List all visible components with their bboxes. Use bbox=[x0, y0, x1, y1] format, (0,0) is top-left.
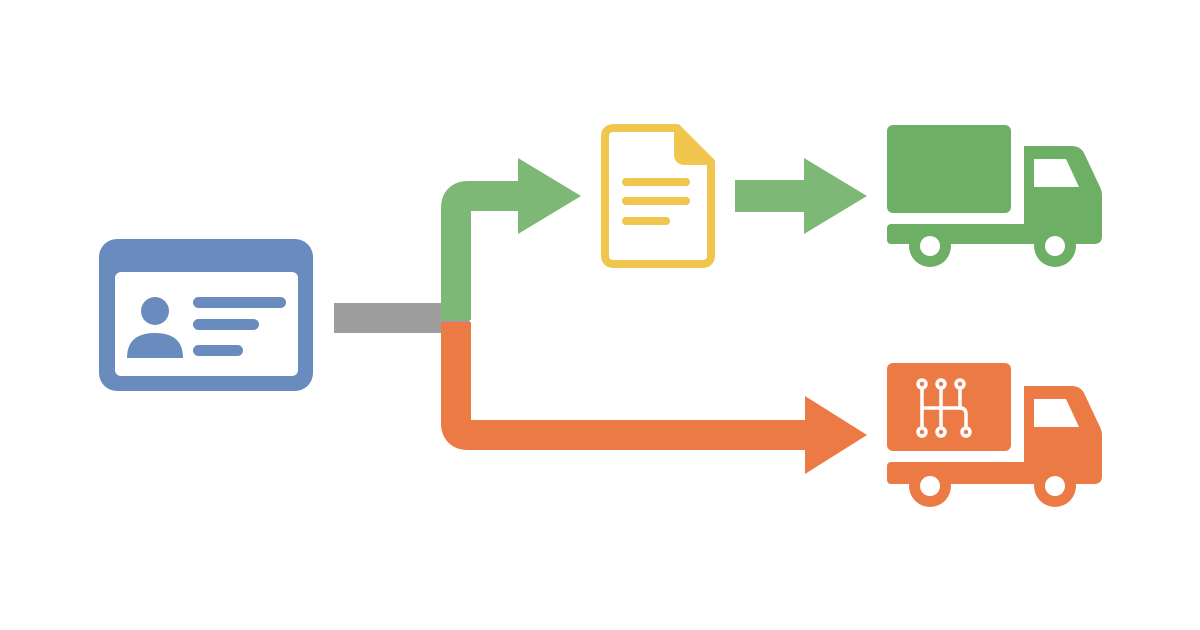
green-arrowhead-2 bbox=[804, 158, 867, 234]
id-card-icon bbox=[99, 239, 313, 391]
manual-gearbox-truck-icon bbox=[887, 363, 1102, 507]
green-arrow-shaft-2 bbox=[735, 180, 810, 212]
orange-branch-arrowhead bbox=[805, 396, 867, 474]
green-branch-arrow-shaft bbox=[441, 181, 528, 320]
gear-shift-pattern-icon bbox=[916, 378, 972, 438]
document-icon bbox=[601, 124, 715, 268]
green-branch-arrowhead bbox=[518, 158, 581, 234]
orange-branch-arrow-shaft bbox=[441, 322, 815, 450]
truck-icon bbox=[887, 125, 1102, 267]
